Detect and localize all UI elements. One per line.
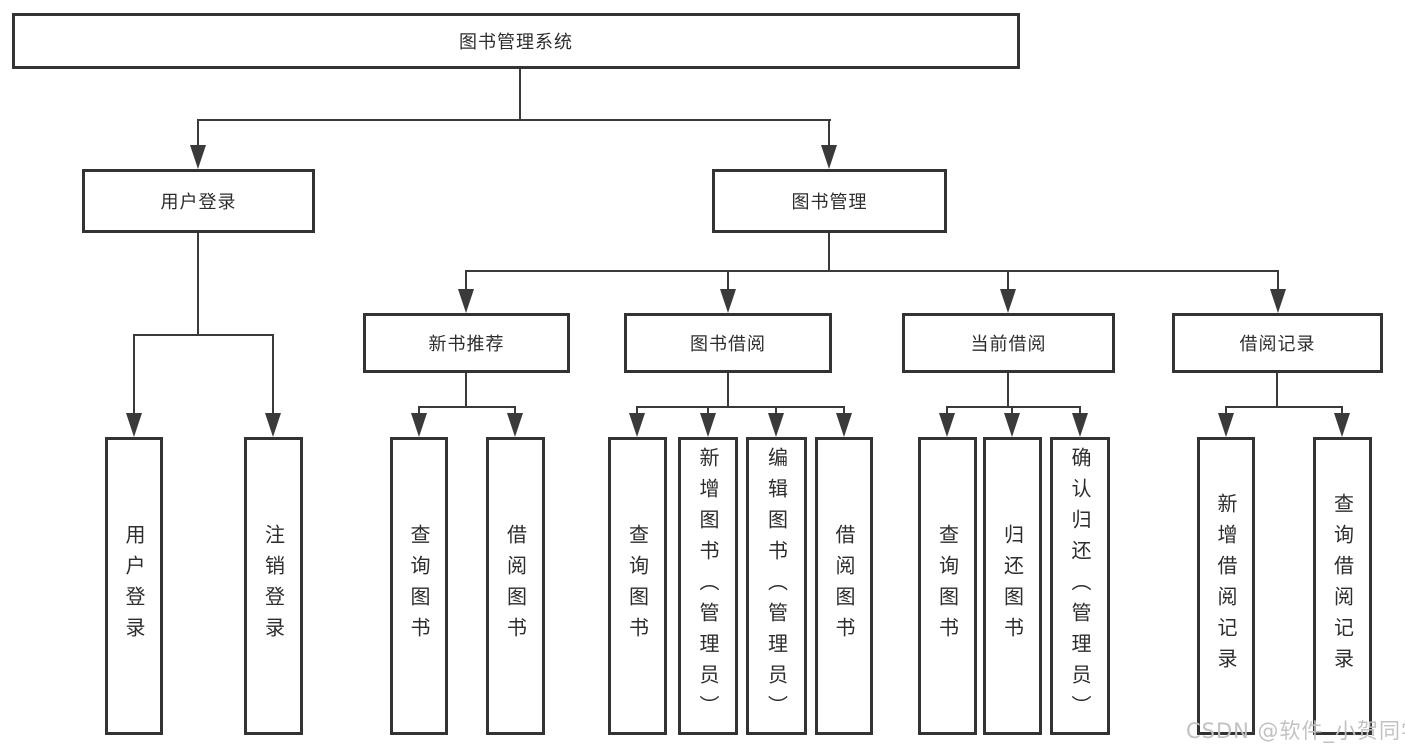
connector-group-drop	[1341, 408, 1343, 415]
connector-group-drop	[514, 408, 516, 415]
branch-box-book-management: 图书管理	[712, 169, 947, 233]
leaf-box-borrow-books: 借阅图书	[815, 437, 873, 735]
arrow-down-icon	[939, 413, 955, 437]
arrow-down-icon	[265, 413, 281, 437]
branch-label: 新书推荐	[428, 334, 505, 355]
leaf-label: 借阅图书	[503, 524, 528, 648]
connector-group-drop	[775, 408, 777, 415]
leaf-label: 查询图书	[935, 524, 960, 648]
leaf-label: 确认归还（管理员）	[1068, 446, 1092, 726]
root-label: 图书管理系统	[459, 32, 573, 53]
arrow-down-icon	[1000, 289, 1016, 313]
connector-login-bar	[133, 334, 274, 336]
leaf-box-add-books-admin: 新增图书（管理员）	[678, 437, 738, 735]
leaf-label: 查询图书	[407, 524, 431, 648]
branch-box-user-login: 用户登录	[82, 169, 315, 233]
branch-box-current-borrow: 当前借阅	[902, 313, 1115, 373]
arrow-down-icon	[720, 289, 736, 313]
connector-group-stem	[1276, 373, 1278, 407]
connector-login-drop	[133, 336, 135, 414]
leaf-box-return-books: 归还图书	[983, 437, 1042, 735]
leaf-box-user-login: 用户登录	[105, 437, 163, 735]
connector-mgmt-drop	[727, 272, 729, 290]
connector-group-drop	[707, 408, 709, 415]
arrow-down-icon	[629, 413, 645, 437]
connector-group-drop	[843, 408, 845, 415]
arrow-down-icon	[1004, 413, 1020, 437]
arrow-down-icon	[190, 145, 206, 169]
connector-group-bar	[1225, 406, 1343, 408]
arrow-down-icon	[821, 145, 837, 169]
leaf-box-query-borrow-record: 查询借阅记录	[1313, 437, 1372, 735]
branch-label: 当前借阅	[970, 334, 1047, 355]
connector-root-drop-right	[828, 121, 830, 147]
arrow-down-icon	[1334, 413, 1350, 437]
connector-group-bar	[946, 406, 1081, 408]
arrow-down-icon	[507, 413, 523, 437]
leaf-box-edit-books-admin: 编辑图书（管理员）	[746, 437, 807, 735]
leaf-label: 归还图书	[1000, 524, 1025, 648]
leaf-box-query-books-recommend: 查询图书	[390, 437, 448, 735]
leaf-label: 查询图书	[625, 524, 650, 648]
connector-mgmt-stem	[828, 233, 830, 271]
connector-root-drop-left	[197, 121, 199, 147]
connector-group-drop	[418, 408, 420, 415]
connector-mgmt-drop	[1007, 272, 1009, 290]
connector-root-bar	[197, 119, 831, 121]
connector-group-drop	[1225, 408, 1227, 415]
leaf-label: 用户登录	[122, 524, 146, 648]
leaf-box-confirm-return-admin: 确认归还（管理员）	[1050, 437, 1110, 735]
connector-group-drop	[636, 408, 638, 415]
connector-mgmt-drop	[1277, 272, 1279, 290]
connector-login-stem	[197, 233, 199, 336]
arrow-down-icon	[458, 289, 474, 313]
leaf-label: 新增借阅记录	[1214, 493, 1238, 679]
arrow-down-icon	[1072, 413, 1088, 437]
branch-box-borrow-records: 借阅记录	[1172, 313, 1383, 373]
connector-mgmt-bar	[465, 270, 1279, 272]
arrow-down-icon	[1218, 413, 1234, 437]
branch-label: 借阅记录	[1239, 334, 1316, 355]
connector-mgmt-drop	[465, 272, 467, 290]
connector-group-bar	[636, 406, 845, 408]
arrow-down-icon	[411, 413, 427, 437]
leaf-box-borrow-books-recommend: 借阅图书	[486, 437, 545, 735]
branch-box-book-borrow: 图书借阅	[624, 313, 832, 373]
connector-group-drop	[1011, 408, 1013, 415]
branch-box-new-book-recommend: 新书推荐	[363, 313, 570, 373]
arrow-down-icon	[768, 413, 784, 437]
leaf-label: 注销登录	[261, 524, 286, 648]
connector-group-drop	[946, 408, 948, 415]
branch-label: 用户登录	[160, 192, 237, 213]
leaf-label: 新增图书（管理员）	[696, 446, 720, 726]
connector-group-stem	[1007, 373, 1009, 407]
csdn-watermark: CSDN @软件_小贺同学	[1186, 719, 1405, 743]
leaf-box-add-borrow-record: 新增借阅记录	[1197, 437, 1255, 735]
branch-label: 图书管理	[791, 192, 868, 213]
arrow-down-icon	[126, 413, 142, 437]
arrow-down-icon	[700, 413, 716, 437]
leaf-box-logout: 注销登录	[244, 437, 303, 735]
leaf-label: 借阅图书	[832, 524, 856, 648]
leaf-label: 查询借阅记录	[1330, 493, 1355, 679]
arrow-down-icon	[836, 413, 852, 437]
connector-group-stem	[727, 373, 729, 407]
leaf-box-query-books: 查询图书	[608, 437, 667, 735]
connector-login-drop	[272, 336, 274, 414]
leaf-box-query-books-current: 查询图书	[918, 437, 977, 735]
branch-label: 图书借阅	[690, 334, 766, 355]
arrow-down-icon	[1270, 289, 1286, 313]
root-box: 图书管理系统	[12, 13, 1020, 69]
connector-group-drop	[1079, 408, 1081, 415]
leaf-label: 编辑图书（管理员）	[764, 446, 789, 726]
connector-root-stem	[519, 69, 521, 121]
connector-group-bar	[418, 406, 516, 408]
connector-group-stem	[465, 373, 467, 407]
